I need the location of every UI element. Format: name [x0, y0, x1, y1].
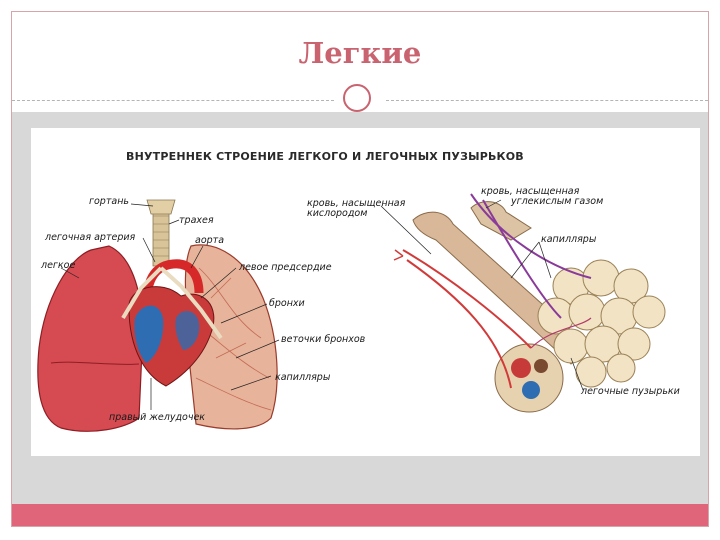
bronchiole-top-shape	[470, 201, 532, 241]
circle-ornament-icon	[338, 79, 376, 117]
label-bronchi: бронхи	[269, 298, 305, 309]
label-pulmonary-artery: легочная артерия	[44, 232, 136, 243]
label-alveoli: легочные пузырьки	[580, 386, 680, 397]
alveoli-diagram: кровь, насыщенная кислородом кровь, насы…	[307, 186, 680, 413]
slide-title: Легкие	[298, 36, 422, 70]
label-blood-oxygen-line1: кровь, насыщенная	[307, 198, 406, 209]
lung-illustration: гортань трахея легочная артерия аорта ле…	[37, 186, 680, 432]
label-blood-co2-line1: кровь, насыщенная	[481, 186, 580, 197]
label-larynx: гортань	[89, 196, 129, 207]
title-divider-left	[12, 100, 334, 101]
label-left-atrium: левое предсердие	[238, 262, 332, 273]
label-right-ventricle: правый желудочек	[109, 412, 205, 423]
label-aorta: аорта	[195, 235, 224, 246]
left-lung-shape	[37, 245, 144, 432]
label-blood-co2-line2: углекислым газом	[510, 196, 603, 207]
label-capillaries-right: капилляры	[541, 234, 597, 245]
lung-structure-figure: гортань трахея легочная артерия аорта ле…	[31, 128, 700, 456]
slide-frame	[11, 11, 709, 527]
alveoli-cluster	[537, 259, 666, 388]
trachea-shape	[152, 205, 170, 267]
larynx-shape	[146, 199, 176, 215]
footer-band	[12, 504, 708, 526]
label-capillaries-left: капилляры	[275, 372, 331, 383]
label-blood-oxygen-line2: кислородом	[307, 208, 367, 219]
lungs-diagram: гортань трахея легочная артерия аорта ле…	[37, 196, 366, 432]
alveoli-cross-section	[494, 343, 564, 413]
label-bronchi-branches: веточки бронхов	[281, 334, 366, 345]
title-divider-right	[386, 100, 708, 101]
figure-heading: ВНУТРЕННЕК СТРОЕНИЕ ЛЕГКОГО И ЛЕГОЧНЫХ П…	[126, 150, 524, 163]
label-lung: легкое	[40, 260, 75, 271]
label-trachea: трахея	[179, 215, 214, 226]
